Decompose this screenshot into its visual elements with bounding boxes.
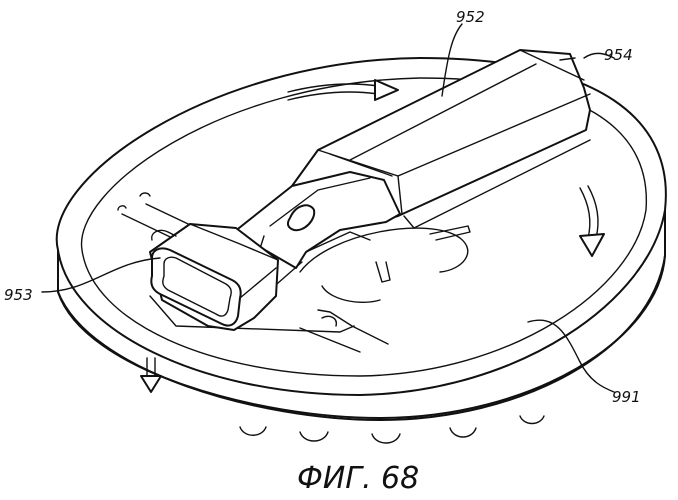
label-954: 954 — [604, 46, 633, 64]
label-953: 953 — [4, 286, 33, 304]
label-952: 952 — [456, 8, 485, 26]
figure-caption: ФИГ. 68 — [297, 461, 419, 496]
label-991: 991 — [612, 388, 641, 406]
